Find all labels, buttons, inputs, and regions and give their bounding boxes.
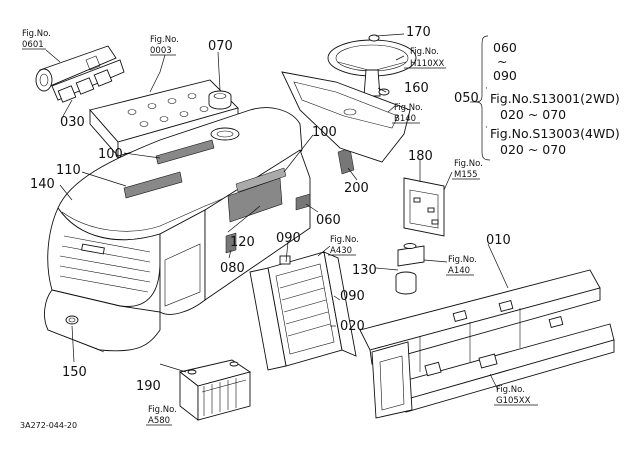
callout-060: 060	[316, 213, 341, 228]
svg-text:Fig.No.: Fig.No.	[394, 103, 423, 113]
note-line-2: ~	[497, 54, 507, 69]
decal-060	[295, 193, 311, 211]
fig-ref-0601: Fig.No. 0601	[22, 29, 51, 50]
decal-110	[123, 171, 183, 199]
callout-150: 150	[62, 365, 87, 380]
fuel-cap	[208, 90, 232, 110]
callouts: 030 070 100 110 140 100 120 060 080 200 …	[30, 25, 511, 394]
callout-160: 160	[404, 81, 429, 96]
callout-120: 120	[230, 235, 255, 250]
leader-lines	[45, 33, 509, 391]
decal-080	[225, 232, 237, 254]
fig-ref-A430: Fig.No. A430	[328, 235, 359, 256]
note-line-5: 020 ~ 070	[500, 107, 566, 122]
fig-ref-G105XX: Fig.No. G105XX	[494, 385, 538, 406]
svg-text:Fig.No.: Fig.No.	[496, 385, 525, 395]
callout-130: 130	[352, 263, 377, 278]
cylinder-head	[89, 79, 239, 158]
callout-020: 020	[340, 319, 365, 334]
fig-ref-A140: Fig.No. A140	[446, 255, 477, 276]
svg-text:A430: A430	[330, 246, 352, 256]
fuel-filter	[395, 243, 425, 295]
main-frame	[359, 269, 615, 419]
callout-080: 080	[220, 261, 245, 276]
callout-090-right: 090	[340, 289, 365, 304]
svg-text:Fig.No.: Fig.No.	[454, 159, 483, 169]
steering-wheel	[327, 34, 417, 97]
exhaust-manifold	[35, 45, 125, 103]
note-line-7: 020 ~ 070	[500, 142, 566, 157]
svg-text:A580: A580	[148, 416, 170, 426]
battery	[178, 359, 252, 421]
callout-090-top: 090	[276, 231, 301, 246]
svg-text:H110XX: H110XX	[410, 59, 444, 69]
svg-text:0003: 0003	[150, 46, 172, 56]
callout-100-right: 100	[312, 125, 337, 140]
callout-010: 010	[486, 233, 511, 248]
callout-140: 140	[30, 177, 55, 192]
callout-180: 180	[408, 149, 433, 164]
decal-100-lower	[235, 167, 287, 193]
note-line-1: 060	[493, 40, 517, 55]
svg-text:G105XX: G105XX	[496, 396, 531, 406]
decal-100-upper	[155, 139, 215, 165]
note-line-3: 090	[493, 68, 517, 83]
svg-text:0601: 0601	[22, 40, 44, 50]
figure-code: 3A272-044-20	[20, 421, 77, 430]
callout-100-left: 100	[98, 147, 123, 162]
svg-text:·: ·	[485, 123, 488, 133]
mounting-bracket-180	[403, 177, 445, 237]
note-line-6: Fig.No.S13003(4WD)	[490, 126, 620, 141]
callout-170: 170	[406, 25, 431, 40]
svg-text:Fig.No.: Fig.No.	[330, 235, 359, 245]
callout-190: 190	[136, 379, 161, 394]
fig-ref-A580: Fig.No. A580	[146, 405, 177, 426]
svg-text:Fig.No.: Fig.No.	[448, 255, 477, 265]
svg-text:Fig.No.: Fig.No.	[410, 47, 439, 57]
svg-text:Fig.No.: Fig.No.	[148, 405, 177, 415]
fig-ref-H110XX: Fig.No. H110XX	[404, 47, 446, 69]
fig-ref-M155: Fig.No. M155	[452, 159, 483, 180]
svg-text:M155: M155	[454, 170, 478, 180]
callout-110: 110	[56, 163, 81, 178]
callout-030: 030	[60, 115, 85, 130]
svg-text:Fig.No.: Fig.No.	[22, 29, 51, 39]
callout-050: 050	[454, 91, 479, 106]
note-line-4: Fig.No.S13001(2WD)	[490, 91, 620, 106]
callout-070: 070	[208, 39, 233, 54]
dashboard-panel	[281, 71, 411, 163]
svg-text:A140: A140	[448, 266, 470, 276]
radiator	[249, 251, 357, 371]
svg-text:·: ·	[485, 84, 488, 94]
range-note: 060 ~ 090 · Fig.No.S13001(2WD) 020 ~ 070…	[470, 35, 620, 161]
fig-ref-B140: Fig.No. B140	[392, 103, 423, 124]
svg-text:B140: B140	[394, 114, 416, 124]
fig-ref-0003: Fig.No. 0003	[150, 35, 179, 56]
callout-200: 200	[344, 181, 369, 196]
svg-text:Fig.No.: Fig.No.	[150, 35, 179, 45]
